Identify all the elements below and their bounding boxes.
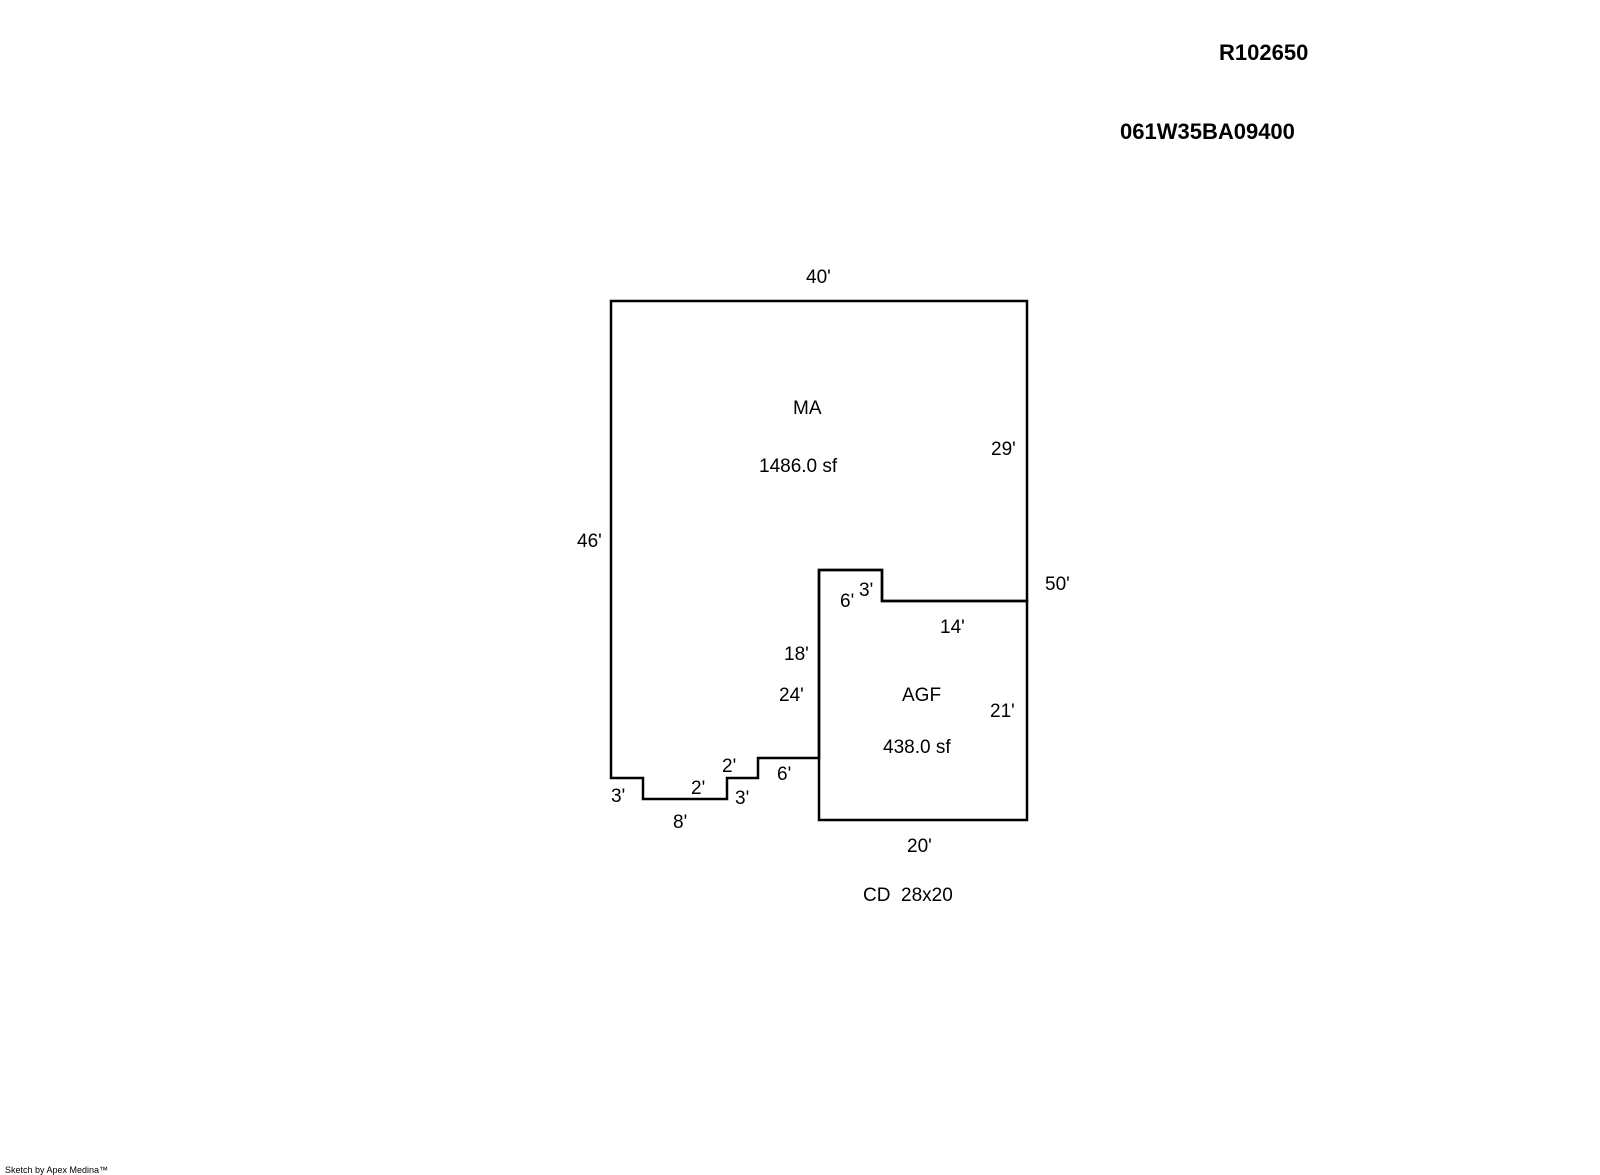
parcel-id: R102650 xyxy=(1219,40,1309,65)
dim-garage-top: 14' xyxy=(940,617,965,638)
dim-top: 40' xyxy=(806,267,831,288)
main-area-size: 1486.0 sf xyxy=(759,456,838,477)
main-area-code: MA xyxy=(793,398,822,419)
dim-step-bottom: 8' xyxy=(673,812,687,833)
dim-step-right: 6' xyxy=(777,764,791,785)
dim-right-upper: 29' xyxy=(991,439,1016,460)
garage-area-code: AGF xyxy=(902,685,941,706)
dim-step-mid-upper: 2' xyxy=(722,756,736,777)
dim-notch-left: 6' xyxy=(840,591,854,612)
dim-right-overall: 50' xyxy=(1045,574,1070,595)
map-number: 061W35BA09400 xyxy=(1120,119,1295,144)
dim-garage-bottom: 20' xyxy=(907,836,932,857)
sketch-credit: Sketch by Apex Medina™ xyxy=(5,1165,109,1175)
deck-note: CD 28x20 xyxy=(863,885,953,906)
garage-area-size: 438.0 sf xyxy=(883,737,951,758)
dim-notch-top: 3' xyxy=(859,580,873,601)
dim-garage-left-upper: 18' xyxy=(784,644,809,665)
dim-step-mid: 2' xyxy=(691,778,705,799)
dim-garage-right: 21' xyxy=(990,701,1015,722)
dim-left: 46' xyxy=(577,531,602,552)
dim-step-mid-lower: 3' xyxy=(735,788,749,809)
dim-garage-left: 24' xyxy=(779,685,804,706)
dim-step-left: 3' xyxy=(611,786,625,807)
garage-outline xyxy=(817,568,1029,822)
